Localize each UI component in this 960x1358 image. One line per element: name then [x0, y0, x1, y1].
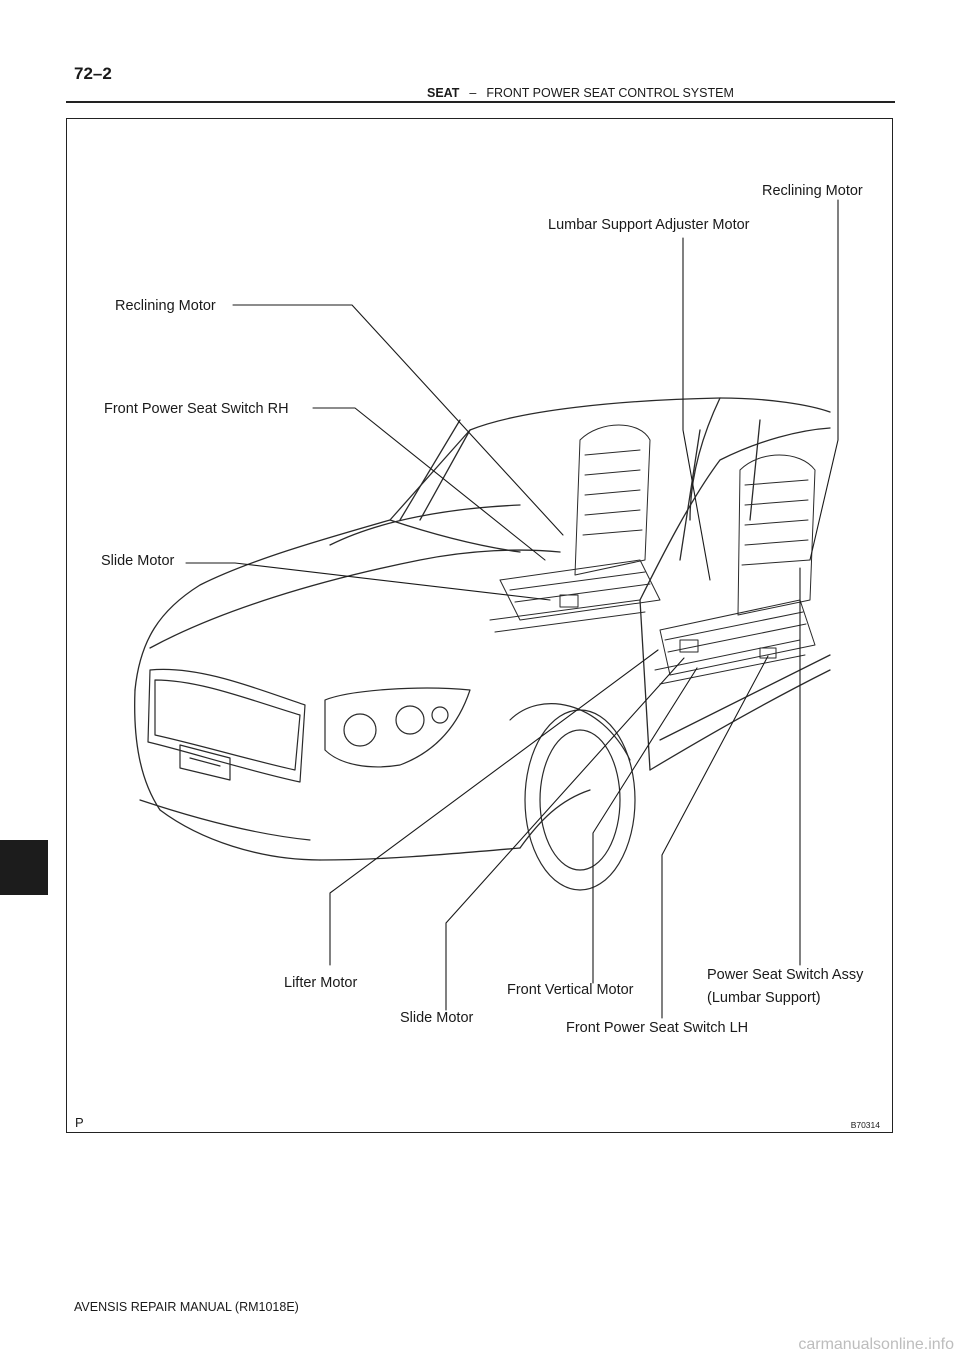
figure-frame	[66, 118, 893, 1133]
sheet-code: P	[75, 1115, 84, 1130]
header-separator: –	[469, 86, 477, 100]
car-body	[134, 397, 831, 861]
left-seat	[654, 454, 816, 685]
leader-lines	[185, 199, 839, 1019]
slide-motor-rh-label: Slide Motor	[101, 553, 175, 569]
page-number: 72–2	[74, 64, 112, 83]
section-subtitle: FRONT POWER SEAT CONTROL SYSTEM	[486, 86, 734, 100]
section-name: SEAT	[427, 86, 460, 100]
slide-motor-lh-label: Slide Motor	[400, 1010, 474, 1026]
section-tab-marker	[0, 840, 48, 895]
figure-code: B70314	[850, 1120, 880, 1130]
front-vertical-motor-label: Front Vertical Motor	[507, 982, 634, 998]
lumbar-support-adjuster-motor-label: Lumbar Support Adjuster Motor	[548, 217, 750, 233]
header-title: SEAT–FRONT POWER SEAT CONTROL SYSTEM	[427, 86, 734, 100]
front-power-seat-switch-rh-label: Front Power Seat Switch RH	[104, 401, 289, 417]
footer-manual-title: AVENSIS REPAIR MANUAL (RM1018E)	[74, 1300, 299, 1314]
reclining-motor-lh-label: Reclining Motor	[762, 183, 863, 199]
front-grille	[139, 668, 311, 841]
header-rule	[66, 101, 895, 103]
reclining-motor-rh-label: Reclining Motor	[115, 298, 216, 314]
right-seat	[489, 424, 661, 633]
watermark: carmanualsonline.info	[798, 1336, 954, 1353]
lifter-motor-label: Lifter Motor	[284, 975, 358, 991]
headlight	[324, 687, 471, 768]
front-power-seat-switch-lh-label: Front Power Seat Switch LH	[566, 1020, 749, 1036]
front-wheel	[509, 703, 636, 891]
power-seat-switch-assy-sublabel: (Lumbar Support)	[707, 990, 821, 1006]
power-seat-switch-assy-label: Power Seat Switch Assy	[707, 967, 864, 983]
